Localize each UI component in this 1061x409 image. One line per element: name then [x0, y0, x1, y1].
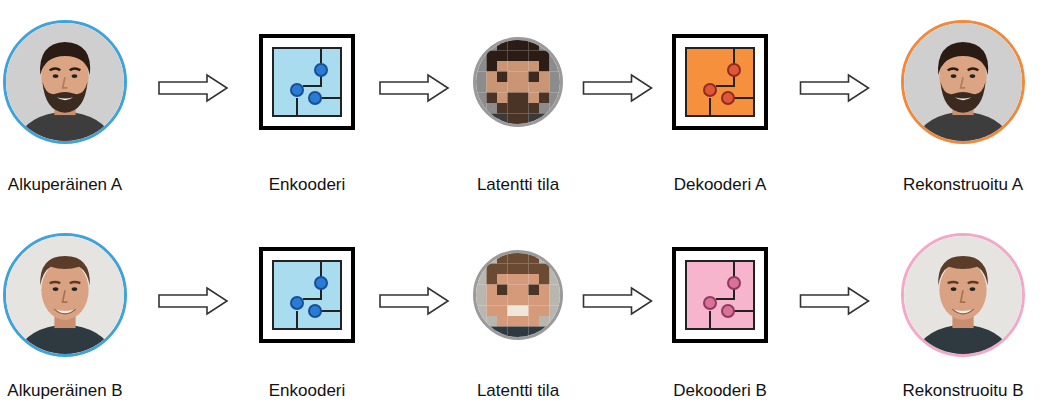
node-label: Rekonstruoitu B [903, 380, 1024, 401]
decoder-box: Dekooderi A [672, 34, 768, 130]
face-art [904, 23, 1022, 141]
node-label: Dekooderi B [673, 380, 767, 401]
encoder-box: Enkooderi [259, 34, 355, 130]
arrow-shape [584, 75, 652, 101]
face-picture [901, 233, 1025, 357]
hollow-arrow [380, 75, 448, 101]
node-label-text: Enkooderi [269, 174, 346, 195]
arrow-shape [584, 288, 652, 314]
arrow-shape [801, 75, 869, 101]
latent-circle: Latentti tila [473, 250, 563, 340]
arrow-shape [159, 288, 227, 314]
node-label-text: Latentti tila [477, 174, 559, 195]
decoder-box: Dekooderi B [672, 247, 768, 343]
node-label: Rekonstruoitu A [903, 174, 1023, 195]
node-label-text: Dekooderi B [673, 380, 767, 401]
node-label: Alkuperäinen B [7, 380, 122, 401]
hollow-arrow [159, 75, 227, 101]
node-label-text: Dekooderi A [674, 174, 767, 195]
pixelated-face [473, 250, 563, 340]
face-art [6, 236, 124, 354]
hollow-arrow [801, 288, 869, 314]
face-art [904, 236, 1022, 354]
reconstructed-photo: Rekonstruoitu A [901, 20, 1025, 144]
face-picture [3, 233, 127, 357]
circuit-icon [672, 247, 768, 343]
node-label: Alkuperäinen A [8, 174, 122, 195]
face-art [476, 40, 560, 124]
node-label-text: Rekonstruoitu B [903, 380, 1024, 401]
circuit-icon [672, 34, 768, 130]
node-label-text: Latentti tila [477, 380, 559, 401]
arrow-shape [801, 288, 869, 314]
pixelated-face [473, 37, 563, 127]
encoder-box: Enkooderi [259, 247, 355, 343]
face-picture [3, 20, 127, 144]
circuit-icon [259, 247, 355, 343]
face-art [6, 23, 124, 141]
node-label: Enkooderi [269, 380, 346, 401]
circuit-icon [259, 34, 355, 130]
hollow-arrow [801, 75, 869, 101]
original-photo: Alkuperäinen A [3, 20, 127, 144]
reconstructed-photo: Rekonstruoitu B [901, 233, 1025, 357]
node-label-text: Alkuperäinen A [8, 174, 122, 195]
original-photo: Alkuperäinen B [3, 233, 127, 357]
face-picture [901, 20, 1025, 144]
node-label: Latentti tila [477, 380, 559, 401]
node-label-text: Rekonstruoitu A [903, 174, 1023, 195]
hollow-arrow [159, 288, 227, 314]
node-label-text: Alkuperäinen B [7, 380, 122, 401]
hollow-arrow [380, 288, 448, 314]
hollow-arrow [584, 75, 652, 101]
node-label: Dekooderi A [674, 174, 767, 195]
node-label: Enkooderi [269, 174, 346, 195]
hollow-arrow [584, 288, 652, 314]
node-label-text: Enkooderi [269, 380, 346, 401]
arrow-shape [380, 288, 448, 314]
face-art [476, 253, 560, 337]
arrow-shape [380, 75, 448, 101]
latent-circle: Latentti tila [473, 37, 563, 127]
node-label: Latentti tila [477, 174, 559, 195]
arrow-shape [159, 75, 227, 101]
